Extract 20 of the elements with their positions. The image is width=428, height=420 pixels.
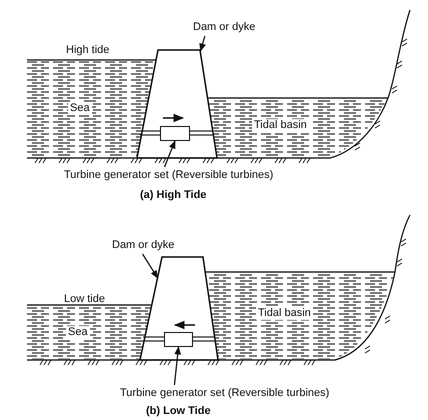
leader-line (174, 346, 182, 386)
dam-label: Dam or dyke (193, 21, 256, 34)
region-label: Tidal basin (256, 307, 313, 320)
water-level-label: High tide (66, 44, 110, 57)
dam-wall (137, 50, 217, 158)
turbine-label: Turbine generator set (Reversible turbines) (120, 387, 330, 400)
leader-line (142, 254, 158, 279)
figure-caption: (a) High Tide (140, 189, 206, 202)
region-label: Tidal basin (252, 119, 309, 132)
region-label: Sea (68, 102, 92, 115)
figure-caption: (b) Low Tide (146, 405, 211, 418)
turbine-box (160, 126, 190, 141)
leader-line (199, 36, 206, 52)
region-label: Sea (66, 326, 90, 339)
dam-wall (140, 257, 218, 360)
water-level-label: Low tide (64, 293, 105, 306)
leader-line (164, 140, 176, 168)
dam-label: Dam or dyke (112, 239, 174, 252)
turbine-label: Turbine generator set (Reversible turbines) (64, 169, 274, 182)
turbine-box (164, 332, 193, 347)
